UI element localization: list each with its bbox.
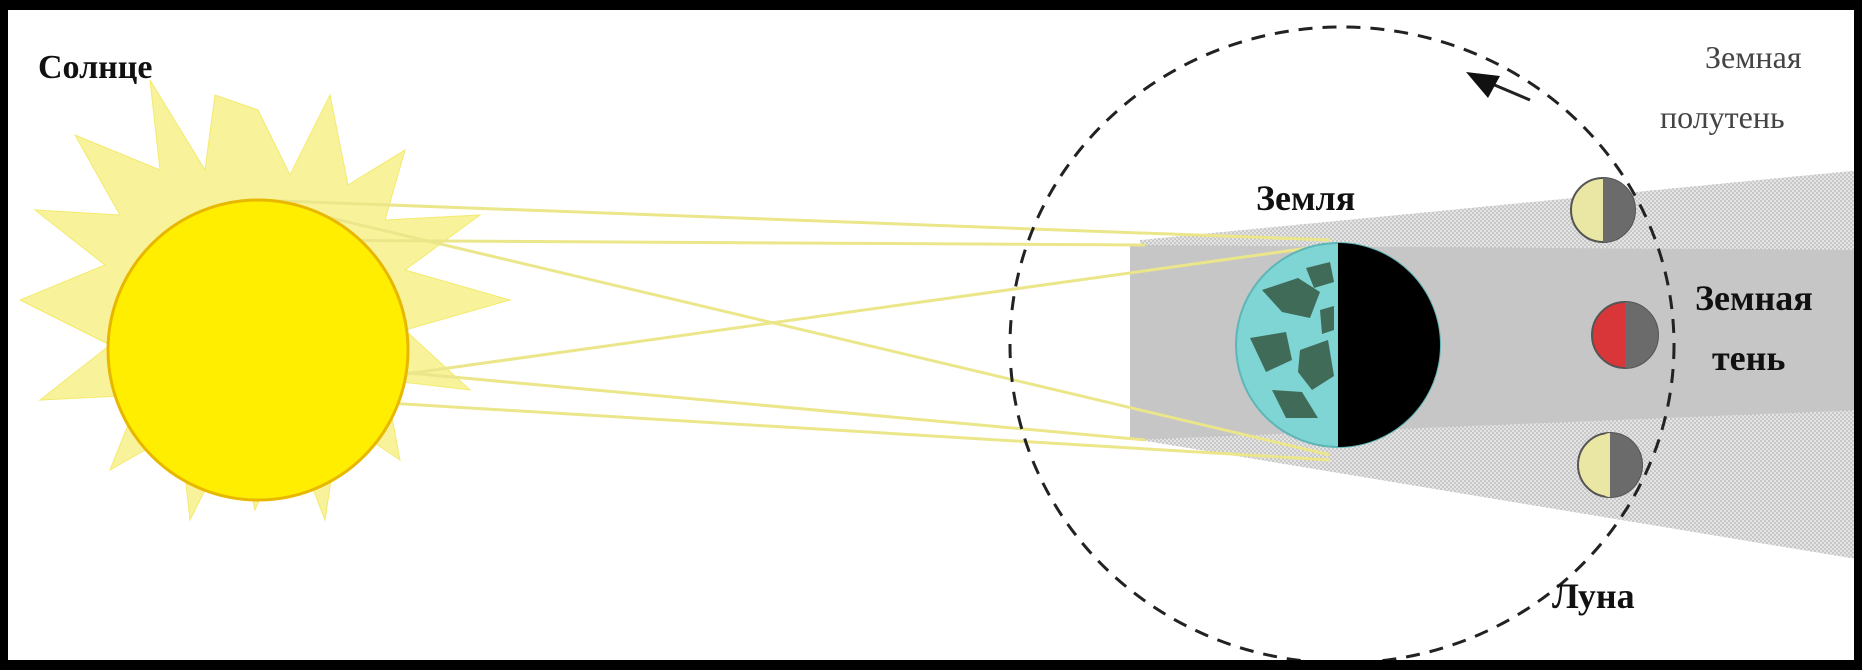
earth: [1236, 243, 1440, 447]
sun-label: Солнце: [38, 49, 152, 86]
moon-label: Луна: [1552, 576, 1635, 616]
moon-eclipsed: [1592, 302, 1658, 368]
umbra-label-line2: тень: [1712, 338, 1785, 378]
penumbra-label-line2: полутень: [1660, 99, 1785, 135]
umbra-label-line1: Земная: [1695, 278, 1813, 318]
moon-penumbra-bottom: [1578, 433, 1642, 497]
sun-disk: [108, 200, 408, 500]
penumbra-label-line1: Земная: [1705, 39, 1802, 75]
moon-penumbra-top: [1571, 178, 1635, 242]
earth-label: Земля: [1256, 178, 1355, 218]
